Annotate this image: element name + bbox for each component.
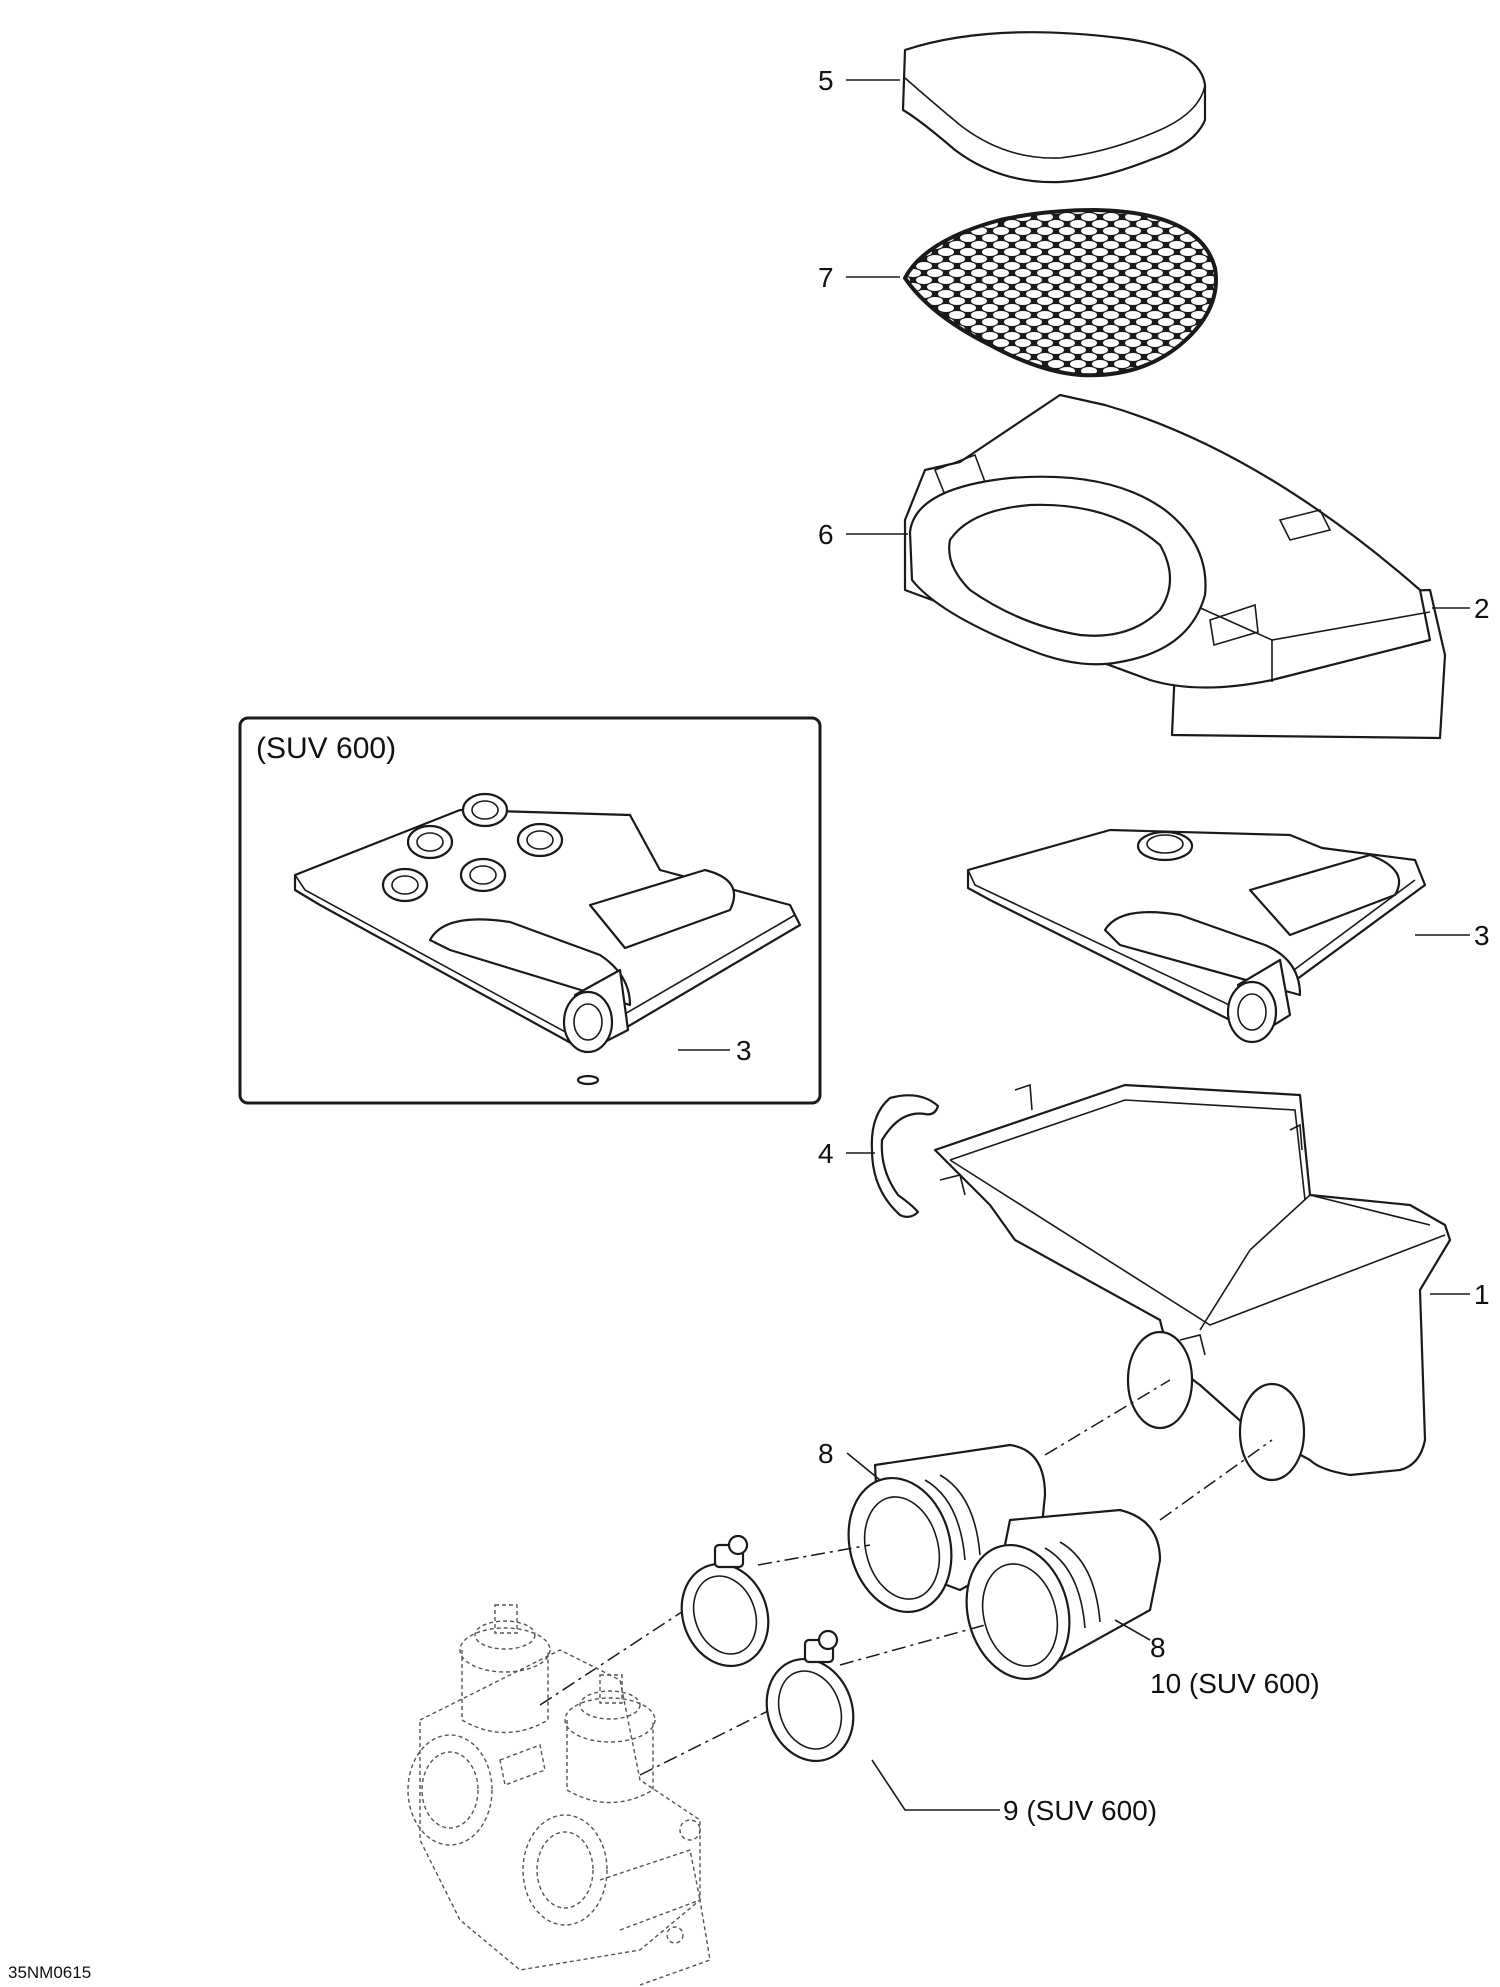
alignment-lines [539,1379,1273,1776]
clamp-part-9-upper [680,1534,770,1668]
callout-3-inset: 3 [736,1035,752,1066]
inset-intake-plate [293,792,802,1086]
filter-screen-part-7 [902,207,1218,378]
inset-title: (SUV 600) [256,732,396,765]
callout-6: 6 [818,519,834,550]
carburetor-assembly-phantom [407,1604,711,1986]
leader-8-upper [846,1452,881,1481]
callout-5: 5 [818,65,834,96]
callout-3: 3 [1474,920,1490,951]
callout-9-suv-600: 9 (SUV 600) [1003,1795,1157,1826]
callout-8-lower: 8 [1150,1632,1166,1663]
leader-9 [871,1759,1000,1811]
retaining-clip-part-4 [870,1094,940,1219]
intake-adaptor-part-8-lower [965,1508,1162,1681]
callout-7: 7 [818,262,834,293]
callout-10-suv-600: 10 (SUV 600) [1150,1668,1320,1699]
airbox-body-part-1 [933,1083,1452,1482]
suv-600-inset: (SUV 600) 3 [238,716,822,1105]
gasket-part-6 [908,475,1207,666]
callout-1: 1 [1474,1279,1490,1310]
clamp-part-9-lower [765,1629,855,1763]
callout-2: 2 [1474,593,1490,624]
callout-8-upper: 8 [818,1438,834,1469]
callout-4: 4 [818,1138,834,1169]
foam-filter-part-5 [901,31,1207,184]
document-id: 35NM0615 [8,1963,91,1982]
leader-8-lower [1114,1619,1151,1641]
intake-plate-part-3 [966,828,1427,1044]
